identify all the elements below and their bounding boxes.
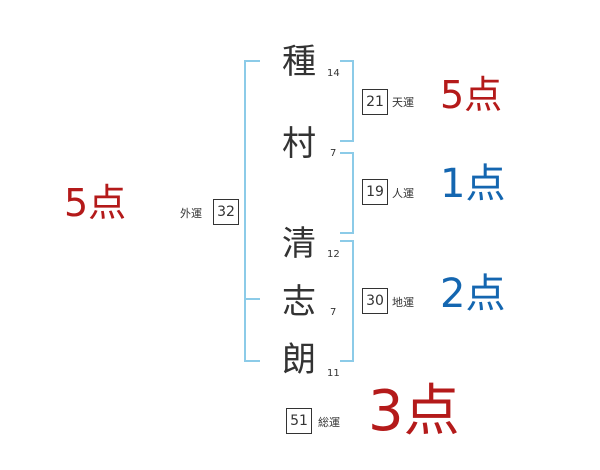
stroke-count-1: 14 [327, 68, 340, 79]
ten-value-box: 21 [362, 89, 388, 115]
chi-value-box: 30 [362, 288, 388, 314]
name-char-1: 種 [282, 42, 316, 82]
outer-divider [246, 298, 260, 300]
sou-value-box: 51 [286, 408, 312, 434]
name-char-2: 村 [282, 124, 316, 164]
jin-value-box: 19 [362, 179, 388, 205]
ten-score: 5点 [440, 73, 503, 117]
sou-label: 総運 [318, 416, 340, 429]
jin-bracket [340, 152, 354, 234]
outer-bracket [244, 60, 260, 362]
gai-value-box: 32 [213, 199, 239, 225]
name-char-4: 志 [282, 282, 316, 322]
stroke-count-3: 12 [327, 249, 340, 260]
stroke-count-5: 11 [327, 368, 340, 379]
sou-score: 3点 [368, 379, 460, 444]
jin-label: 人運 [392, 187, 414, 200]
ten-bracket [340, 60, 354, 142]
name-char-3: 清 [282, 224, 316, 264]
chi-bracket [340, 240, 354, 362]
ten-label: 天運 [392, 96, 414, 109]
gai-score: 5点 [64, 181, 127, 225]
name-char-5: 朗 [282, 340, 316, 380]
gai-label: 外運 [180, 207, 202, 220]
stroke-count-2: 7 [330, 148, 337, 159]
chi-label: 地運 [392, 296, 414, 309]
stroke-count-4: 7 [330, 307, 337, 318]
chi-score: 2点 [440, 271, 506, 317]
jin-score: 1点 [440, 161, 506, 207]
